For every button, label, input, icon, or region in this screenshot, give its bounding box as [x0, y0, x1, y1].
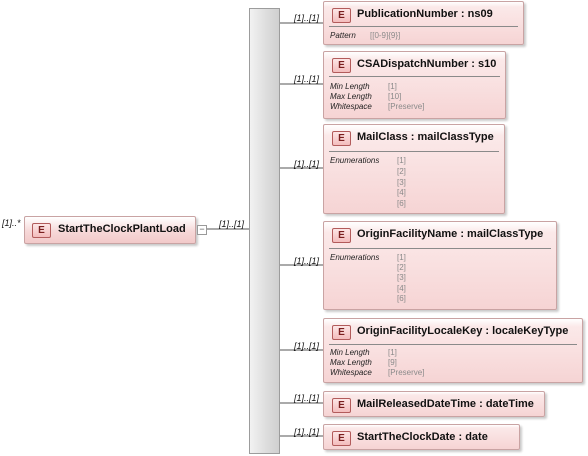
child-multiplicity: [1]..[1]: [294, 341, 320, 351]
element-name: OriginFacilityLocaleKey : localeKeyType: [357, 325, 569, 337]
facet-label: Enumerations: [330, 253, 380, 262]
element-name: PublicationNumber : ns09: [357, 8, 493, 20]
facet-label: Whitespace: [330, 102, 372, 111]
element-box-originfacilityname[interactable]: E OriginFacilityName : mailClassType Enu…: [323, 221, 557, 310]
facet-label: Max Length: [330, 92, 372, 101]
element-box-mailclass[interactable]: E MailClass : mailClassType Enumerations…: [323, 124, 505, 214]
element-name: MailClass : mailClassType: [357, 131, 494, 143]
element-badge: E: [332, 431, 351, 446]
root-element-name: StartTheClockPlantLoad: [58, 223, 186, 235]
child-multiplicity: [1]..[1]: [294, 256, 320, 266]
facet-value: [1]: [388, 82, 397, 91]
facet-value: [4]: [397, 284, 406, 293]
facet-label: Enumerations: [330, 156, 380, 165]
sequence-group-bar: [249, 8, 280, 454]
sequence-multiplicity: [1]..[1]: [219, 219, 245, 229]
element-badge: E: [332, 58, 351, 73]
element-box-starttheclockdate[interactable]: E StartTheClockDate : date: [323, 424, 520, 450]
facet-value: [3]: [397, 273, 406, 282]
element-box-mailreleaseddatetime[interactable]: E MailReleasedDateTime : dateTime: [323, 391, 545, 417]
facet-label: Min Length: [330, 348, 370, 357]
child-multiplicity: [1]..[1]: [294, 74, 320, 84]
element-box-originfacilitylocalekey[interactable]: E OriginFacilityLocaleKey : localeKeyTyp…: [323, 318, 583, 383]
facet-label: Max Length: [330, 358, 372, 367]
element-box-csadispatchnumber[interactable]: E CSADispatchNumber : s10 Min Length [1]…: [323, 51, 506, 119]
facet-value: [Preserve]: [388, 102, 425, 111]
facet-value: [1]: [397, 156, 406, 165]
element-name: StartTheClockDate : date: [357, 431, 488, 443]
facet-label: Whitespace: [330, 368, 372, 377]
element-name: CSADispatchNumber : s10: [357, 58, 497, 70]
element-name: OriginFacilityName : mailClassType: [357, 228, 544, 240]
facet-value: [Preserve]: [388, 368, 425, 377]
element-badge: E: [332, 398, 351, 413]
facet-value: [6]: [397, 199, 406, 208]
facet-value: [6]: [397, 294, 406, 303]
facet-value: [[0-9]{9}]: [370, 31, 401, 40]
facet-value: [4]: [397, 188, 406, 197]
element-badge: E: [32, 223, 51, 238]
facet-value: [10]: [388, 92, 402, 101]
child-multiplicity: [1]..[1]: [294, 159, 320, 169]
element-name: MailReleasedDateTime : dateTime: [357, 398, 534, 410]
element-badge: E: [332, 325, 351, 340]
facet-value: [1]: [388, 348, 397, 357]
element-badge: E: [332, 131, 351, 146]
facet-value: [2]: [397, 167, 406, 176]
facet-value: [1]: [397, 253, 406, 262]
root-multiplicity: [1]..*: [2, 218, 21, 228]
facet-value: [3]: [397, 178, 406, 187]
facet-value: [9]: [388, 358, 397, 367]
facet-value: [2]: [397, 263, 406, 272]
facet-label: Min Length: [330, 82, 370, 91]
element-badge: E: [332, 8, 351, 23]
collapse-toggle[interactable]: −: [197, 225, 207, 235]
root-element-box[interactable]: E StartTheClockPlantLoad: [24, 216, 196, 244]
element-box-publicationnumber[interactable]: E PublicationNumber : ns09 Pattern [[0-9…: [323, 1, 524, 45]
facet-label: Pattern: [330, 31, 356, 40]
child-multiplicity: [1]..[1]: [294, 393, 320, 403]
child-multiplicity: [1]..[1]: [294, 427, 320, 437]
child-multiplicity: [1]..[1]: [294, 13, 320, 23]
element-badge: E: [332, 228, 351, 243]
